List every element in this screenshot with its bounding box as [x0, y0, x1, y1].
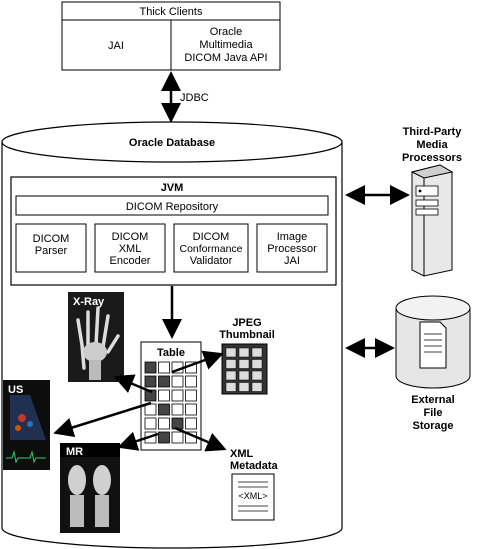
svg-text:Validator: Validator: [190, 255, 233, 267]
storage-line-2: File: [424, 407, 443, 419]
table-label: Table: [157, 347, 185, 359]
thumbnail-cell: [225, 359, 237, 369]
jai-label: JAI: [108, 40, 124, 52]
external-storage-cylinder: [395, 295, 471, 389]
third-party-line-3: Processors: [402, 152, 462, 164]
table-cell: [144, 361, 157, 374]
table-cell: [171, 403, 184, 416]
thumbnail-cell: [225, 370, 237, 381]
xml-metadata-group: XML Metadata <XML>: [230, 448, 279, 521]
thumbnail-cell: [238, 382, 250, 392]
thumbnail-cell: [251, 370, 263, 381]
table-cell: [144, 417, 157, 430]
component-dicom-parser: DICOM Parser: [15, 223, 87, 273]
thick-clients-box: Thick Clients JAI Oracle Multimedia DICO…: [61, 1, 281, 71]
table-cell: [185, 403, 197, 416]
thumbnail-cell: [238, 359, 250, 369]
table-cell: [185, 417, 197, 430]
jpeg-label-line-1: JPEG: [232, 317, 261, 329]
jdbc-label: JDBC: [180, 92, 209, 104]
table-cell: [158, 403, 170, 416]
thick-clients-title: Thick Clients: [140, 6, 203, 18]
table-grid: Table: [140, 341, 202, 451]
table-cell: [185, 389, 197, 402]
oracle-api-line-1: Oracle: [210, 26, 242, 38]
table-cell: [158, 417, 170, 430]
storage-line-3: Storage: [413, 420, 454, 432]
table-cells: [144, 361, 197, 444]
table-cell: [171, 389, 184, 402]
component-image-processor-jai: Image Processor JAI: [256, 223, 328, 273]
svg-text:Parser: Parser: [35, 245, 68, 257]
us-label: US: [8, 384, 23, 396]
dicom-repository: DICOM Repository: [126, 201, 219, 213]
server-tower-icon: [410, 164, 454, 277]
arrow-table-to-us: [53, 401, 152, 438]
xml-document-icon: [231, 473, 275, 521]
third-party-line-1: Third-Party: [403, 126, 463, 138]
table-cell: [158, 361, 170, 374]
jvm-title: JVM: [161, 182, 184, 194]
storage-line-1: External: [411, 394, 454, 406]
table-cell: [158, 389, 170, 402]
mr-label: MR: [66, 446, 83, 458]
table-cell: [158, 431, 170, 444]
table-cell: [171, 375, 184, 388]
svg-text:Encoder: Encoder: [110, 255, 151, 267]
thumbnail-cell: [238, 347, 250, 358]
jvm-box: JVM DICOM Repository DICOM Parser DICOM …: [10, 176, 337, 286]
table-cell: [171, 417, 184, 430]
mr-image: MR: [60, 443, 120, 533]
us-image: US: [3, 380, 50, 470]
thumbnail-cell: [225, 347, 237, 358]
xml-doc-text: <XML>: [238, 491, 267, 501]
xray-image: X-Ray: [68, 292, 124, 382]
thumbnail-cell: [251, 382, 263, 392]
thumbnail-cell: [251, 359, 263, 369]
arrow-table-to-mr: [117, 431, 159, 451]
svg-text:JAI: JAI: [284, 255, 300, 267]
component-dicom-conformance-validator: DICOM Conformance Validator: [173, 223, 249, 273]
table-cell: [185, 375, 197, 388]
table-cell: [158, 375, 170, 388]
thumbnail-cell: [251, 347, 263, 358]
arrow-table-to-thumbnail: [171, 350, 224, 374]
svg-text:Image: Image: [277, 231, 308, 243]
third-party-line-2: Media: [416, 139, 448, 151]
svg-text:DICOM: DICOM: [33, 233, 70, 245]
svg-text:XML: XML: [119, 243, 142, 255]
jpeg-thumbnail-group: JPEG Thumbnail: [219, 317, 275, 395]
table-cell: [171, 431, 184, 444]
xml-metadata-line-1: XML: [230, 448, 254, 460]
arrow-table-to-xray: [113, 374, 153, 394]
svg-text:DICOM: DICOM: [112, 231, 149, 243]
oracle-api-line-3: DICOM Java API: [184, 52, 267, 64]
xray-label: X-Ray: [73, 296, 105, 308]
jpeg-label-line-2: Thumbnail: [219, 329, 275, 341]
xml-metadata-line-2: Metadata: [230, 460, 279, 472]
thumbnail-cell: [238, 370, 250, 381]
svg-text:Conformance: Conformance: [179, 243, 242, 255]
arrow-table-to-xml: [174, 426, 227, 452]
thumbnail-cell: [225, 382, 237, 392]
svg-text:Processor: Processor: [267, 243, 317, 255]
component-dicom-xml-encoder: DICOM XML Encoder: [94, 223, 166, 273]
oracle-api-line-2: Multimedia: [199, 39, 253, 51]
table-cell: [144, 389, 157, 402]
svg-text:DICOM: DICOM: [193, 231, 230, 243]
table-cell: [144, 375, 157, 388]
file-icon: [419, 321, 447, 369]
database-title: Oracle Database: [129, 137, 215, 149]
